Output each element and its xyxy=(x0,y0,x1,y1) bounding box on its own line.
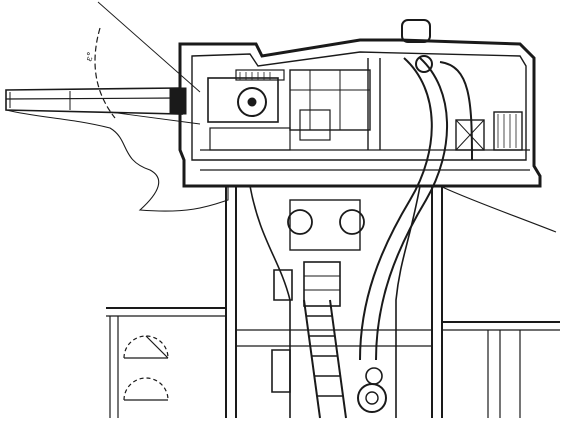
ammunition-hoist xyxy=(359,57,473,361)
lower-hoist-ladder xyxy=(303,299,347,419)
shell-racks xyxy=(455,111,523,151)
lower-deck-left xyxy=(106,307,226,418)
deck-outline xyxy=(5,109,229,212)
working-chamber xyxy=(271,199,365,393)
barbette-trunk xyxy=(225,185,443,418)
turret-housing xyxy=(178,19,542,188)
elevation-line xyxy=(97,1,201,93)
elevation-line-2 xyxy=(109,111,201,125)
deck-outline-right xyxy=(439,185,557,233)
elevation-arc xyxy=(94,27,116,119)
lower-pulley xyxy=(357,367,387,413)
gun-barrel xyxy=(5,87,187,115)
lower-deck-right xyxy=(442,321,560,418)
breech-machinery xyxy=(207,58,381,151)
